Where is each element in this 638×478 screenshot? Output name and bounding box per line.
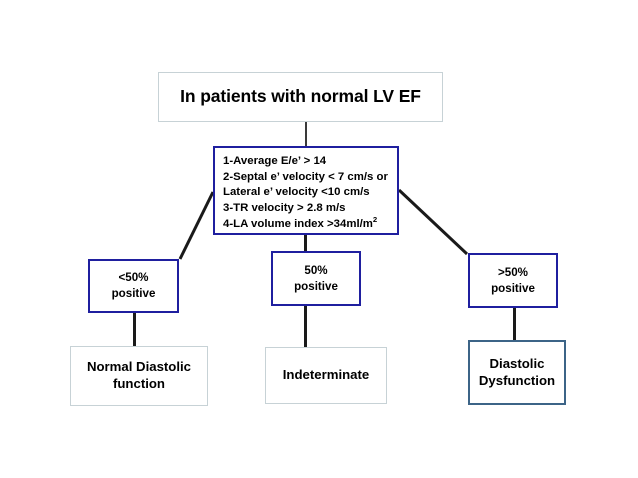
page-title: In patients with normal LV EF xyxy=(158,72,443,122)
outcome-right-line1: Diastolic xyxy=(489,355,545,371)
criteria-line-5-text: 4-LA volume index >34ml/m xyxy=(223,217,373,230)
criteria-line-5-superscript: 2 xyxy=(372,215,378,225)
criteria-box: 1-Average E/e’ > 14 2-Septal e’ velocity… xyxy=(213,146,399,235)
decision-left-line1: <50% xyxy=(118,271,149,285)
criteria-line-3: Lateral e’ velocity <10 cm/s xyxy=(223,186,370,199)
decision-right-line2: positive xyxy=(491,281,535,295)
criteria-line-5: 4-LA volume index >34ml/m2 xyxy=(223,215,397,233)
decision-mid-line2: positive xyxy=(294,279,338,293)
connector-mid-decision-to-outcome xyxy=(304,306,307,348)
outcome-left-line1: Normal Diastolic xyxy=(86,359,192,375)
criteria-line-4: 3-TR velocity > 2.8 m/s xyxy=(223,202,346,215)
connector-criteria-to-left-decision xyxy=(178,191,215,260)
outcome-box-indeterminate: Indeterminate xyxy=(265,347,387,404)
connector-right-decision-to-outcome xyxy=(513,308,516,341)
decision-right-line1: >50% xyxy=(498,265,528,279)
criteria-line-1: 1-Average E/e’ > 14 xyxy=(223,155,327,167)
connector-left-decision-to-outcome xyxy=(133,313,136,347)
decision-box-greater-than-50: >50% positive xyxy=(468,253,558,308)
decision-left-line2: positive xyxy=(111,287,156,300)
outcome-box-diastolic-dysfunction: Diastolic Dysfunction xyxy=(468,340,566,405)
decision-box-less-than-50: <50% positive xyxy=(88,259,179,313)
title-text: In patients with normal LV EF xyxy=(180,86,421,107)
connector-criteria-to-right-decision xyxy=(397,188,469,256)
outcome-right-line2: Dysfunction xyxy=(478,372,556,388)
decision-box-50: 50% positive xyxy=(271,251,361,306)
decision-mid-line1: 50% xyxy=(304,263,328,277)
outcome-left-line2: function xyxy=(112,376,165,391)
connector-criteria-to-mid-decision xyxy=(304,235,307,252)
connector-title-to-criteria xyxy=(305,122,307,147)
criteria-line-2: 2-Septal e’ velocity < 7 cm/s or xyxy=(223,170,388,183)
outcome-box-normal-diastolic-function: Normal Diastolic function xyxy=(70,346,208,406)
outcome-mid-line1: Indeterminate xyxy=(282,367,370,383)
